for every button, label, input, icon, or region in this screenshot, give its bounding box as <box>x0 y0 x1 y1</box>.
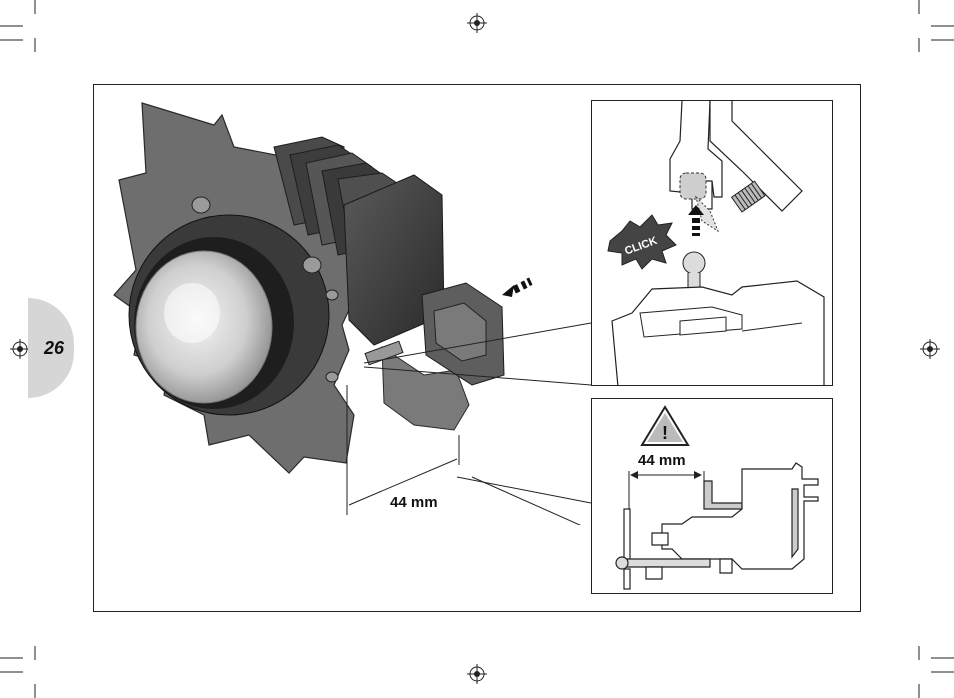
registration-mark-icon <box>920 339 940 359</box>
registration-mark-icon <box>467 13 487 33</box>
click-detail-drawing: CLICK <box>592 101 833 386</box>
inset-dimension-label: 44 mm <box>638 452 686 469</box>
main-dimension-label: 44 mm <box>390 494 438 511</box>
inset-click-detail: CLICK <box>591 100 833 386</box>
measurement-drawing: ! <box>592 399 833 594</box>
registration-mark-icon <box>10 339 30 359</box>
svg-text:!: ! <box>662 423 668 443</box>
inset-measurement-detail: ! <box>591 398 833 594</box>
registration-mark-icon <box>467 664 487 684</box>
warning-triangle-icon: ! <box>642 407 688 445</box>
page-number: 26 <box>44 338 64 359</box>
headlight-module-illustration <box>94 85 594 525</box>
